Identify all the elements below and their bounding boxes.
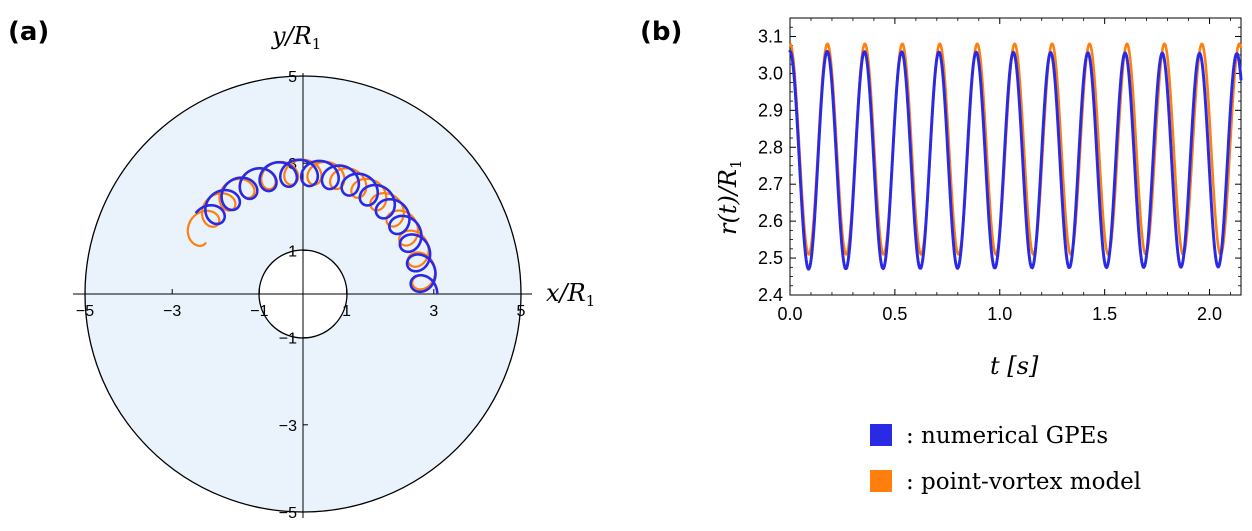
- x-tick-label-a: −3: [163, 303, 181, 320]
- y-tick-label-a: 5: [288, 69, 297, 86]
- x-tick-label-b: 1.0: [987, 304, 1012, 324]
- y-axis-label-b: r(t)/R1: [714, 159, 745, 235]
- x-tick-label-a: 1: [342, 303, 351, 320]
- x-tick-label-a: 3: [429, 303, 438, 320]
- panel-b-label: (b): [640, 17, 682, 47]
- y-tick-label-b: 3.0: [758, 63, 783, 83]
- y-tick-label-a: −3: [279, 418, 297, 435]
- y-tick-label-b: 2.5: [758, 248, 783, 268]
- ticks-b: 0.0 0.5 1.0 1.5 2.0 2.4 2.5 2.6 2.7 2.8 2.9 3.0 3.1: [758, 17, 1241, 324]
- series-b: [788, 42, 1243, 271]
- y-tick-label-b: 2.9: [758, 100, 783, 120]
- legend: : numerical GPEs : point-vortex model: [870, 423, 1141, 495]
- y-tick-label-b: 2.7: [758, 174, 783, 194]
- series-line-gpe: [788, 49, 1243, 271]
- x-tick-label-b: 2.0: [1197, 304, 1222, 324]
- x-axis-label-b: t [s]: [990, 352, 1039, 380]
- trajectory-gpe: [194, 158, 439, 295]
- x-tick-label-b: 1.5: [1092, 304, 1117, 324]
- legend-swatch-pvm: [870, 470, 892, 492]
- legend-label-pvm: : point-vortex model: [906, 469, 1141, 495]
- y-tick-label-a: −1: [279, 331, 297, 348]
- y-axis-label-a: y/R1: [271, 22, 321, 53]
- x-tick-label-b: 0.0: [777, 304, 802, 324]
- legend-swatch-gpe: [870, 424, 892, 446]
- y-tick-label-a: 1: [288, 243, 297, 260]
- y-tick-label-b: 2.6: [758, 211, 783, 231]
- y-tick-label-b: 2.4: [758, 285, 783, 305]
- x-tick-label-a: −1: [250, 303, 268, 320]
- x-axis-label-a: x/R1: [546, 279, 595, 310]
- trajectories-a: [186, 158, 439, 295]
- panel-a-label: (a): [8, 17, 49, 47]
- y-tick-label-a: −5: [279, 505, 297, 522]
- y-tick-label-b: 2.8: [758, 137, 783, 157]
- legend-label-gpe: : numerical GPEs: [906, 423, 1108, 449]
- x-tick-label-b: 0.5: [882, 304, 907, 324]
- x-tick-label-a: 5: [517, 303, 526, 320]
- x-tick-label-a: −5: [76, 303, 94, 320]
- series-line-pvm: [789, 42, 1243, 256]
- y-tick-label-b: 3.1: [758, 26, 783, 46]
